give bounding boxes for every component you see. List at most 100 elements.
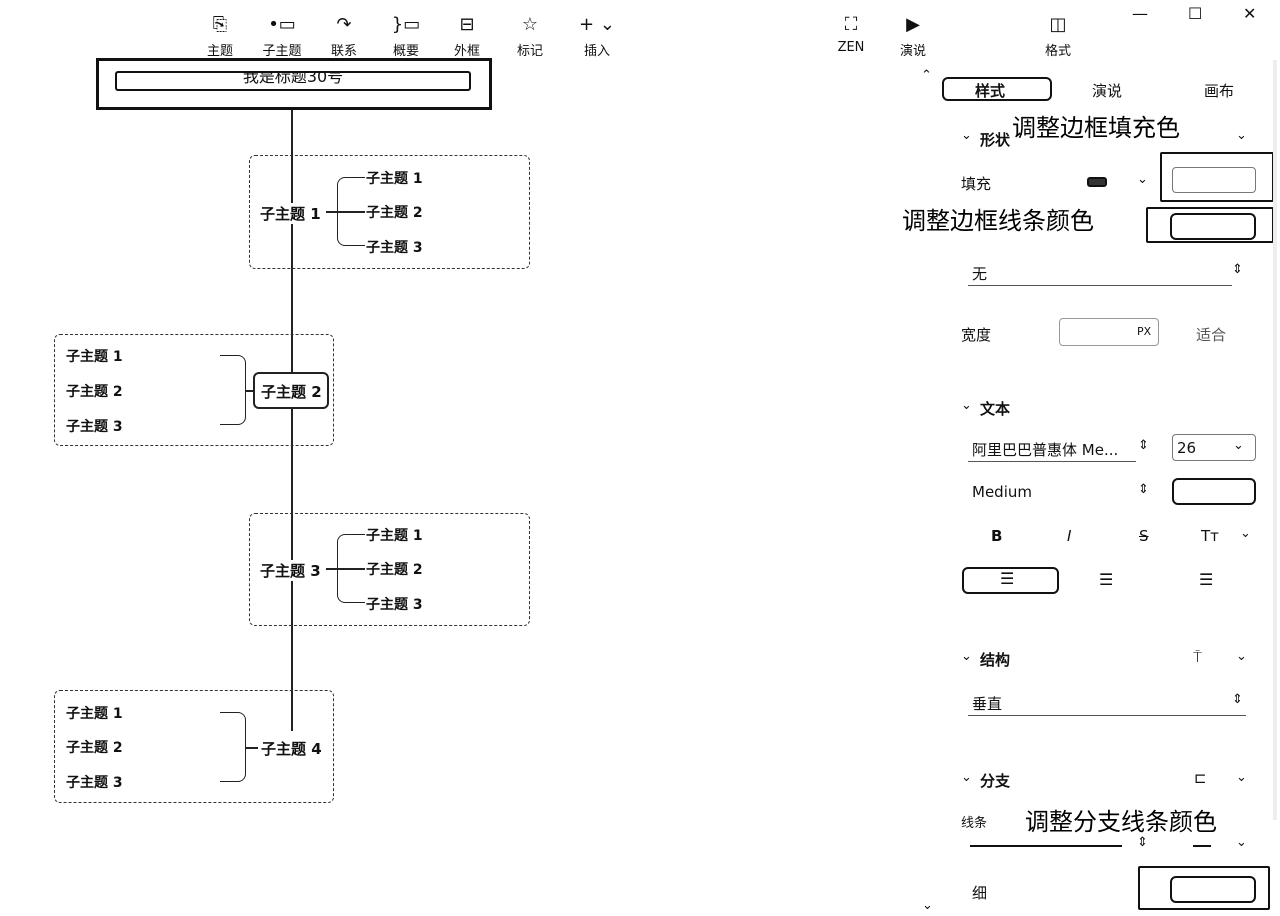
branch-topic-3[interactable]: 子主题 3	[258, 560, 323, 581]
marker-button[interactable]: ☆ 标记	[500, 12, 560, 60]
topic-button[interactable]: ⎘ 主题	[190, 12, 250, 60]
subtopic-4-2[interactable]: 子主题 2	[66, 740, 123, 756]
tab-style[interactable]: 样式	[975, 82, 1006, 100]
subtopic-2-3[interactable]: 子主题 3	[66, 419, 123, 435]
border-style-underline	[968, 285, 1232, 286]
structure-underline	[968, 715, 1246, 716]
minimize-icon[interactable]: —	[1132, 4, 1148, 23]
font-family-select[interactable]: 阿里巴巴普惠体 Me...	[972, 441, 1119, 459]
border-style-value[interactable]: 无	[972, 265, 988, 283]
summary-button[interactable]: }▭ 概要	[376, 12, 436, 60]
strikethrough-button[interactable]: S	[1139, 527, 1149, 545]
fit-button[interactable]: 适合	[1196, 326, 1227, 344]
relationship-button[interactable]: ↷ 联系	[314, 12, 374, 60]
fill-color-picker[interactable]	[1172, 167, 1256, 193]
text-case-button[interactable]: Tт	[1201, 527, 1219, 545]
connector	[337, 568, 365, 570]
connector	[246, 747, 258, 749]
subtopic-4-1[interactable]: 子主题 1	[66, 706, 123, 722]
font-size-chevron-icon[interactable]: ⌄	[1233, 438, 1244, 453]
branch-chevron-icon[interactable]: ⌄	[1236, 770, 1247, 785]
boundary-branch-4[interactable]	[54, 690, 334, 803]
section-chevron-icon[interactable]: ⌄	[961, 398, 972, 413]
branch-topic-1[interactable]: 子主题 1	[258, 203, 323, 224]
subtopic-3-1[interactable]: 子主题 1	[366, 528, 423, 544]
structure-chevron-icon[interactable]: ⌄	[1236, 649, 1247, 664]
line-end-chevron-icon[interactable]: ⌄	[1236, 835, 1247, 850]
insert-plus-icon: + ⌄	[579, 13, 615, 35]
tab-pitch[interactable]: 演说	[1092, 82, 1123, 100]
align-right-icon[interactable]: ☰	[1199, 570, 1214, 589]
subtopic-3-2[interactable]: 子主题 2	[366, 562, 423, 578]
close-icon[interactable]: ✕	[1243, 4, 1257, 23]
central-topic[interactable]: 我是标题30号	[96, 58, 492, 110]
fill-dropdown-chevron-icon[interactable]: ⌄	[1137, 172, 1148, 187]
branch-topic-4[interactable]: 子主题 4	[259, 738, 324, 759]
scroll-down-icon[interactable]: ⌄	[922, 898, 933, 913]
border-color-picker[interactable]	[1170, 213, 1256, 240]
align-center-icon[interactable]: ☰	[1099, 570, 1114, 589]
section-chevron-icon[interactable]: ⌄	[961, 649, 972, 664]
section-chevron-icon[interactable]: ⌄	[961, 128, 972, 143]
fill-swatch-icon[interactable]	[1087, 177, 1107, 187]
maximize-icon[interactable]: ☐	[1188, 4, 1203, 23]
boundary-branch-3[interactable]	[249, 513, 530, 626]
format-panel-icon: ◫	[1049, 13, 1067, 35]
text-case-chevron-icon[interactable]: ⌄	[1240, 526, 1251, 541]
tab-canvas[interactable]: 画布	[1204, 82, 1235, 100]
summary-icon: }▭	[391, 13, 421, 35]
subtopic-2-1[interactable]: 子主题 1	[66, 349, 123, 365]
section-chevron-icon[interactable]: ⌄	[961, 770, 972, 785]
branch-style-icon[interactable]: ⊏	[1194, 769, 1207, 787]
font-weight-updown-icon[interactable]: ⇕	[1138, 482, 1149, 497]
font-size-select[interactable]	[1172, 434, 1256, 461]
italic-button[interactable]: I	[1067, 527, 1072, 545]
subtopic-1-1[interactable]: 子主题 1	[366, 171, 423, 187]
align-left-button[interactable]: ☰	[962, 567, 1059, 594]
line-thickness-select[interactable]: 细	[972, 884, 988, 902]
subtopic-1-3[interactable]: 子主题 3	[366, 240, 423, 256]
connector	[326, 211, 338, 213]
border-style-updown-icon[interactable]: ⇕	[1232, 262, 1243, 277]
font-family-underline	[968, 461, 1136, 462]
branch-topic-2[interactable]: 子主题 2	[259, 381, 324, 402]
structure-updown-icon[interactable]: ⇕	[1232, 692, 1243, 707]
pitch-button[interactable]: ▶ 演说	[883, 12, 943, 60]
panel-scrollbar[interactable]	[1273, 60, 1277, 820]
annotation-border-color: 调整边框线条颜色	[902, 207, 1094, 235]
boundary-icon: ⊟	[459, 13, 475, 35]
font-family-updown-icon[interactable]: ⇕	[1138, 438, 1149, 453]
subtopic-label: 子主题	[262, 44, 302, 59]
topic-label: 主题	[206, 44, 233, 59]
line-style-updown-icon[interactable]: ⇕	[1137, 835, 1148, 850]
font-weight-select[interactable]: Medium	[972, 483, 1032, 501]
structure-icon[interactable]: ⍑	[1193, 648, 1203, 666]
text-color-picker[interactable]	[1172, 478, 1256, 505]
subtopic-button[interactable]: •▭ 子主题	[252, 12, 312, 60]
shape-dropdown-chevron-icon[interactable]: ⌄	[1236, 128, 1247, 143]
tab-style-frame[interactable]	[942, 77, 1052, 101]
subtopic-4-3[interactable]: 子主题 3	[66, 775, 123, 791]
boundary-button[interactable]: ⊟ 外框	[437, 12, 497, 60]
summary-label: 概要	[392, 44, 419, 59]
bold-button[interactable]: B	[991, 527, 1003, 545]
subtopic-2-2[interactable]: 子主题 2	[66, 384, 123, 400]
subtopic-3-3[interactable]: 子主题 3	[366, 597, 423, 613]
branch-color-picker[interactable]	[1170, 876, 1256, 903]
font-size-value: 26	[1177, 439, 1197, 457]
fill-label: 填充	[961, 175, 992, 193]
format-button[interactable]: ◫ 格式	[1028, 12, 1088, 60]
line-style-preview[interactable]	[970, 845, 1122, 847]
subtopic-1-2[interactable]: 子主题 2	[366, 205, 423, 221]
connector	[246, 390, 254, 392]
width-input[interactable]	[1059, 318, 1159, 346]
structure-select[interactable]: 垂直	[972, 695, 1003, 713]
zen-button[interactable]: ⛶ ZEN	[821, 12, 881, 56]
boundary-branch-2[interactable]	[54, 334, 334, 446]
boundary-branch-1[interactable]	[249, 155, 530, 269]
connector	[337, 211, 365, 213]
branch-color-highlight[interactable]	[1138, 866, 1270, 910]
line-end-preview[interactable]	[1193, 845, 1211, 847]
insert-button[interactable]: + ⌄ 插入	[567, 12, 627, 60]
collapse-up-icon[interactable]: ⌃	[921, 68, 932, 83]
